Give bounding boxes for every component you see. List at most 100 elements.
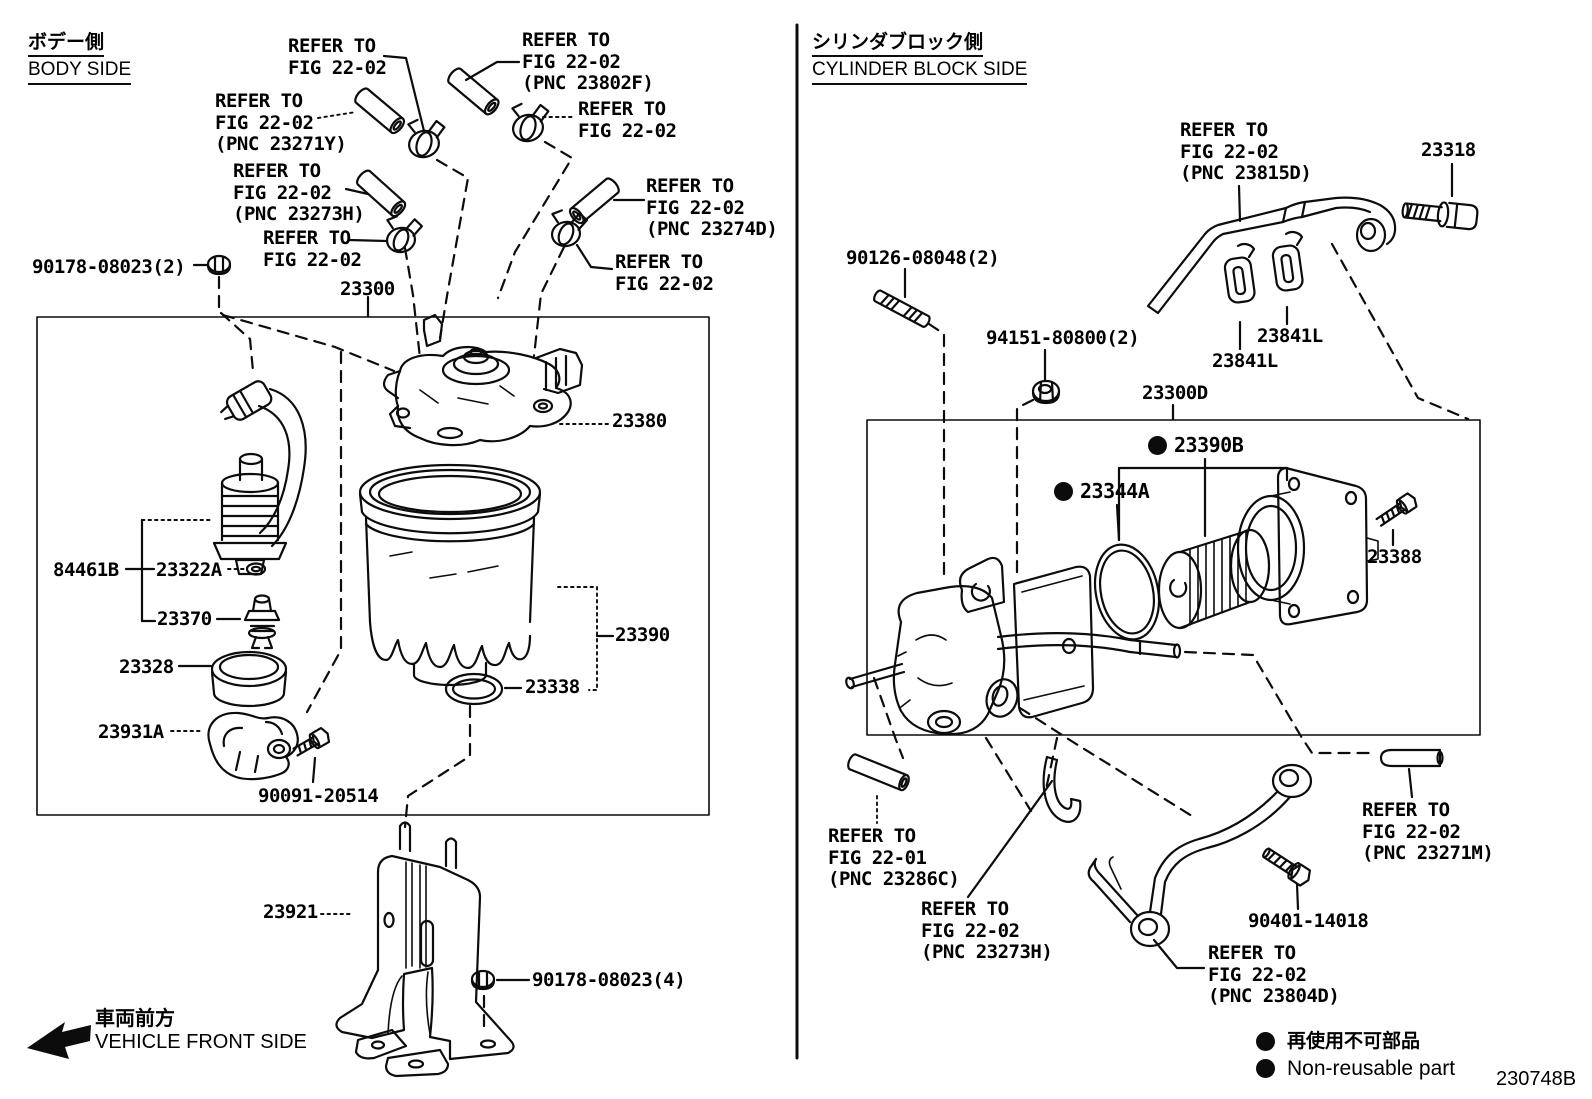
tube-23286c: [847, 753, 910, 792]
vehicle-front-arrow: [27, 1022, 91, 1059]
sensor-23370: [243, 594, 281, 650]
part-label-23380[interactable]: 23380: [612, 410, 667, 432]
hose-clamp-icon: [407, 118, 446, 159]
nut-94151-icon: [1031, 379, 1061, 405]
refer-label-pnc-23286c[interactable]: REFER TO FIG 22-01 (PNC 23286C): [828, 825, 960, 890]
hose-23802f: [447, 67, 500, 116]
bolt-90091-icon: [292, 726, 331, 757]
pipe-clamp-23841l: [1271, 230, 1304, 292]
cylinder-block-side-title-en: CYLINDER BLOCK SIDE: [812, 58, 1028, 85]
cylinder-side-assembly-box: [866, 419, 1481, 736]
hose-23271y: [354, 87, 406, 135]
clamp-23931a: [207, 711, 299, 781]
non-reusable-dot-icon: [1256, 1059, 1275, 1078]
part-label-23328[interactable]: 23328: [119, 656, 174, 678]
hose-23273h: [356, 169, 407, 218]
part-label-23841l-right[interactable]: 23841L: [1257, 325, 1323, 347]
pump-assembly: [845, 556, 1182, 736]
refer-label-fig22-02-c[interactable]: REFER TO FIG 22-02: [263, 227, 362, 271]
refer-label-pnc-23273h-upper[interactable]: REFER TO FIG 22-02 (PNC 23273H): [233, 160, 365, 225]
fuel-filter-cartridge-23390: [358, 463, 542, 687]
tube-23271m: [1379, 748, 1444, 768]
banjo-bolt-90401-icon: [1262, 847, 1312, 887]
refer-label-pnc-23271y[interactable]: REFER TO FIG 22-02 (PNC 23271Y): [215, 90, 347, 155]
hose-23273h-lower: [1042, 755, 1082, 823]
part-label-23322a[interactable]: 23322A: [156, 559, 222, 581]
filter-element-23390b: [1157, 528, 1271, 630]
legend-non-reusable-en: Non-reusable part: [1256, 1057, 1455, 1080]
fuel-hose-23804d: [1087, 763, 1313, 948]
refer-label-pnc-23271m[interactable]: REFER TO FIG 22-02 (PNC 23271M): [1362, 799, 1494, 864]
dashed-lines-left: [217, 140, 574, 1033]
non-reusable-dot-icon: [1054, 481, 1073, 501]
part-label-23390[interactable]: 23390: [615, 624, 670, 646]
fuel-pipe-23815d: [1146, 196, 1397, 315]
refer-label-fig22-02-b[interactable]: REFER TO FIG 22-02: [578, 98, 677, 142]
bolt-23388-icon: [1375, 492, 1418, 527]
non-reusable-dot-icon: [1256, 1031, 1275, 1051]
part-label-23338[interactable]: 23338: [525, 676, 580, 698]
refer-label-pnc-23815d[interactable]: REFER TO FIG 22-02 (PNC 23815D): [1180, 119, 1312, 184]
part-label-90126-08048-2[interactable]: 90126-08048(2): [846, 247, 1000, 269]
refer-label-pnc-23273h-lower[interactable]: REFER TO FIG 22-02 (PNC 23273H): [921, 898, 1053, 963]
figure-doc-id: 230748B: [1496, 1068, 1577, 1090]
part-label-94151-80800-2[interactable]: 94151-80800(2): [986, 327, 1140, 349]
legend-jp-text: 再使用不可部品: [1287, 1030, 1421, 1052]
body-side-assembly-box: [36, 316, 710, 816]
part-label-90091-20514[interactable]: 90091-20514: [258, 785, 379, 807]
nut-90178-icon: [470, 969, 496, 991]
hose-clamp-icon: [511, 102, 550, 143]
cylinder-block-side-header: シリンダブロック側 CYLINDER BLOCK SIDE: [812, 30, 1028, 85]
hose-clamp-icon: [385, 215, 424, 254]
part-label-23318[interactable]: 23318: [1421, 139, 1476, 161]
pipe-clamp-23841l: [1223, 242, 1256, 304]
legend-en-text: Non-reusable part: [1287, 1057, 1456, 1080]
refer-label-pnc-23274d[interactable]: REFER TO FIG 22-02 (PNC 23274D): [646, 175, 778, 240]
part-label-84461b[interactable]: 84461B: [53, 559, 119, 581]
part-label-23390b-text: 23390B: [1174, 433, 1244, 457]
cap-23328: [210, 650, 288, 708]
part-label-23931a[interactable]: 23931A: [98, 721, 164, 743]
nut-90178-icon: [206, 254, 232, 276]
hose-23274d: [568, 177, 620, 225]
part-label-23921[interactable]: 23921: [263, 901, 318, 923]
filter-head-23380: [382, 313, 584, 447]
leader-lines-left: [124, 54, 646, 982]
non-reusable-dot-icon: [1148, 435, 1167, 455]
o-ring-23338: [444, 672, 504, 706]
hose-clamp-icon: [550, 209, 589, 248]
cylinder-block-side-title-jp: シリンダブロック側: [812, 30, 984, 57]
part-label-23388[interactable]: 23388: [1367, 546, 1422, 568]
filter-cover: [1236, 466, 1379, 626]
part-label-23300[interactable]: 23300: [340, 278, 395, 300]
refer-label-fig22-02-d[interactable]: REFER TO FIG 22-02: [615, 251, 714, 295]
body-side-header: ボデー側 BODY SIDE: [28, 30, 132, 85]
part-label-23841l-left[interactable]: 23841L: [1212, 350, 1278, 372]
vehicle-front-marker: 車両前方 VEHICLE FRONT SIDE: [95, 1006, 307, 1054]
grommet-23322a: [245, 562, 267, 576]
leader-lines-right: [876, 162, 1454, 970]
bracket-23921: [335, 821, 515, 1078]
part-label-90401-14018[interactable]: 90401-14018: [1248, 910, 1369, 932]
vehicle-front-en: VEHICLE FRONT SIDE: [95, 1031, 307, 1053]
part-label-90178-08023-2[interactable]: 90178-08023(2): [32, 256, 186, 278]
refer-label-fig22-02-a[interactable]: REFER TO FIG 22-02: [288, 35, 387, 79]
part-label-23344a-text: 23344A: [1080, 479, 1150, 503]
part-label-23370[interactable]: 23370: [157, 608, 212, 630]
part-label-23344a[interactable]: 23344A: [1054, 479, 1150, 503]
refer-label-pnc-23802f[interactable]: REFER TO FIG 22-02 (PNC 23802F): [522, 29, 654, 94]
legend-non-reusable-jp: 再使用不可部品: [1256, 1030, 1420, 1052]
refer-label-pnc-23804d[interactable]: REFER TO FIG 22-02 (PNC 23804D): [1208, 942, 1340, 1007]
vehicle-front-jp: 車両前方: [95, 1006, 175, 1030]
dashed-lines-right: [872, 242, 1470, 818]
banjo-bolt-23318-icon: [1401, 201, 1479, 231]
water-sensor-assembly: [212, 380, 307, 576]
stud-bolt-90126-icon: [873, 289, 931, 328]
o-ring-23344a: [1093, 543, 1161, 641]
part-label-23300d[interactable]: 23300D: [1142, 382, 1208, 404]
body-side-title-jp: ボデー側: [28, 30, 105, 57]
part-label-90178-08023-4[interactable]: 90178-08023(4): [532, 969, 686, 991]
part-label-23390b[interactable]: 23390B: [1148, 433, 1244, 457]
